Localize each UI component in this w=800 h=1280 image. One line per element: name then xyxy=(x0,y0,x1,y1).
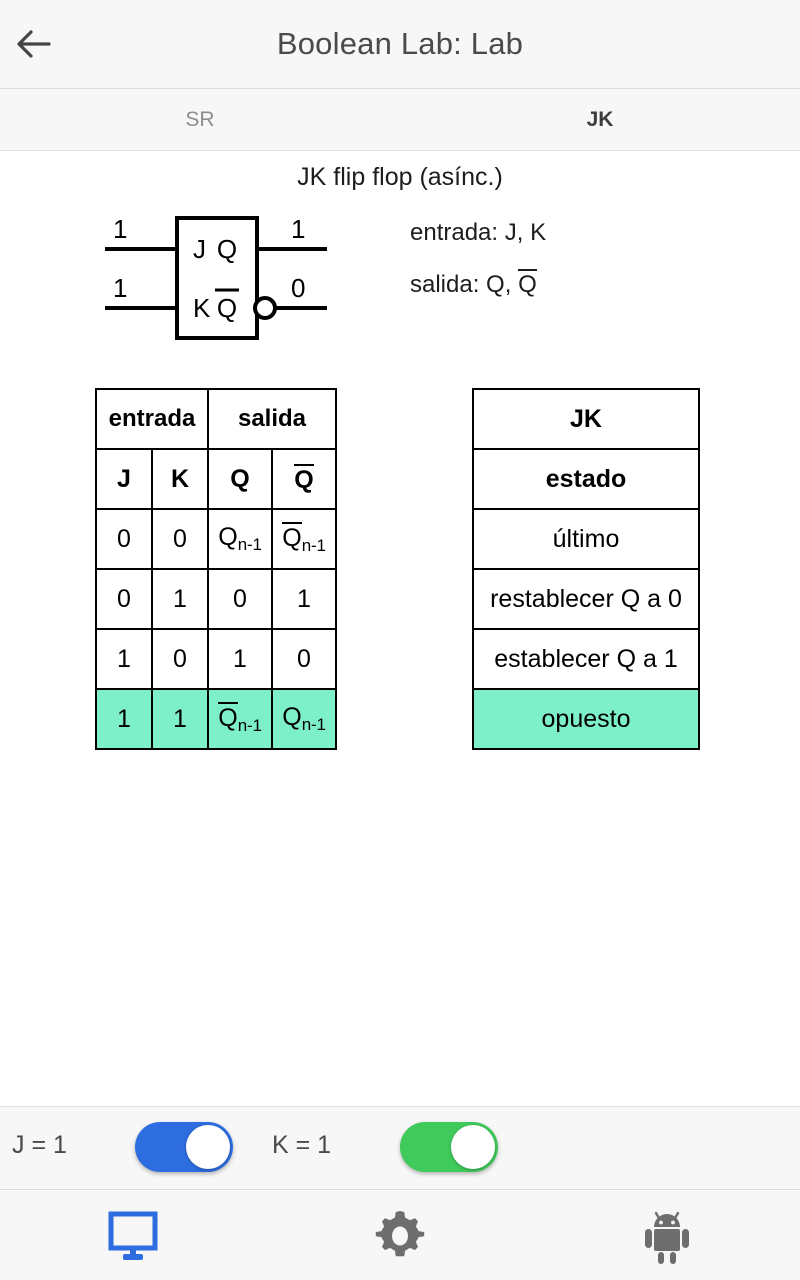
label-j: J = 1 xyxy=(12,1131,67,1159)
info-input-line: entrada: J, K xyxy=(410,219,546,247)
info-output-qbar: Q xyxy=(518,269,537,298)
diagram-label-qbar: Q xyxy=(217,293,237,323)
table-row-column-header: J K Q Q xyxy=(95,448,337,510)
table-row: opuesto xyxy=(472,688,700,750)
toggle-k-knob xyxy=(451,1125,495,1169)
app-bar: Boolean Lab: Lab xyxy=(0,0,800,89)
cell-q: 1 xyxy=(207,628,273,690)
table-row: restablecer Q a 0 xyxy=(472,568,700,630)
info-output-prefix: salida: xyxy=(410,271,487,298)
table-row-state-subheader: estado xyxy=(472,448,700,510)
table-row: último xyxy=(472,508,700,570)
header-entrada: entrada xyxy=(95,388,209,450)
cell-q: Qn-1 xyxy=(207,508,273,570)
diagram-value-q: 1 xyxy=(291,214,305,244)
cell-k: 0 xyxy=(151,628,209,690)
label-k: K = 1 xyxy=(272,1131,332,1159)
content-area: JK flip flop (asínc.) J K Q Q xyxy=(0,151,800,1106)
state-table-title: JK xyxy=(472,388,700,450)
tab-sr[interactable]: SR xyxy=(185,107,215,131)
cell-j: 1 xyxy=(95,688,153,750)
header-salida: salida xyxy=(207,388,337,450)
diagram-label-j: J xyxy=(193,234,206,264)
cell-value: 1 xyxy=(233,644,247,673)
monitor-icon xyxy=(103,1208,163,1264)
cell-k: 1 xyxy=(151,568,209,630)
tab-jk[interactable]: JK xyxy=(586,107,614,131)
header-col-qbar: Q xyxy=(271,448,337,510)
header-col-q: Q xyxy=(207,448,273,510)
nav-item-android[interactable] xyxy=(533,1191,800,1280)
cell-value: Qn-1 xyxy=(282,703,326,734)
cell-qbar: 1 xyxy=(271,568,337,630)
cell-k: 1 xyxy=(151,688,209,750)
cell-j: 1 xyxy=(95,628,153,690)
table-row-state-title: JK xyxy=(472,388,700,450)
cell-state: establecer Q a 1 xyxy=(472,628,700,690)
cell-j: 0 xyxy=(95,568,153,630)
cell-j: 0 xyxy=(95,508,153,570)
android-robot-icon xyxy=(639,1207,695,1265)
back-button[interactable] xyxy=(0,0,70,89)
cell-q: 0 xyxy=(207,568,273,630)
table-row-group-header: entrada salida xyxy=(95,388,337,450)
arrow-left-icon xyxy=(14,23,56,65)
cell-qbar: Qn-1 xyxy=(271,688,337,750)
header-col-k: K xyxy=(151,448,209,510)
page-title: Boolean Lab: Lab xyxy=(276,26,524,61)
cell-qbar: 0 xyxy=(271,628,337,690)
cell-value: Qn-1 xyxy=(218,523,262,554)
section-title: JK flip flop (asínc.) xyxy=(297,163,503,191)
cell-state: restablecer Q a 0 xyxy=(472,568,700,630)
cell-qbar: Qn-1 xyxy=(271,508,337,570)
cell-value: 0 xyxy=(297,644,311,673)
diagram-label-k: K xyxy=(193,293,211,323)
flipflop-diagram: J K Q Q 1 1 1 0 xyxy=(95,206,345,361)
flipflop-body xyxy=(175,216,259,340)
cell-state: opuesto xyxy=(472,688,700,750)
bottom-nav xyxy=(0,1191,800,1280)
header-col-j: J xyxy=(95,448,153,510)
nav-item-display[interactable] xyxy=(0,1191,267,1280)
info-input-value: J, K xyxy=(504,219,547,246)
toggle-j-knob xyxy=(186,1125,230,1169)
diagram-value-qbar: 0 xyxy=(291,273,305,303)
inversion-bubble-icon xyxy=(253,296,277,320)
toggle-j[interactable] xyxy=(135,1122,233,1172)
cell-value: 1 xyxy=(297,584,311,613)
tab-bar: SR JK xyxy=(0,89,800,151)
cell-value: Qn-1 xyxy=(282,522,326,555)
cell-value: Qn-1 xyxy=(218,702,262,735)
info-output-line: salida: Q, Q xyxy=(410,269,546,299)
cell-value: 0 xyxy=(233,584,247,613)
diagram-label-q: Q xyxy=(217,234,237,264)
diagram-value-k: 1 xyxy=(113,273,127,303)
state-table-subheader: estado xyxy=(472,448,700,510)
cell-q: Qn-1 xyxy=(207,688,273,750)
nav-item-settings[interactable] xyxy=(267,1191,534,1280)
header-col-qbar-text: Q xyxy=(294,463,314,494)
cell-state: último xyxy=(472,508,700,570)
table-row: establecer Q a 1 xyxy=(472,628,700,690)
signal-info: entrada: J, K salida: Q, Q xyxy=(410,219,546,321)
toggle-k[interactable] xyxy=(400,1122,498,1172)
info-input-prefix: entrada: xyxy=(410,219,505,246)
gear-icon xyxy=(371,1207,429,1265)
cell-k: 0 xyxy=(151,508,209,570)
info-output-q: Q, xyxy=(486,271,512,298)
diagram-value-j: 1 xyxy=(113,214,127,244)
